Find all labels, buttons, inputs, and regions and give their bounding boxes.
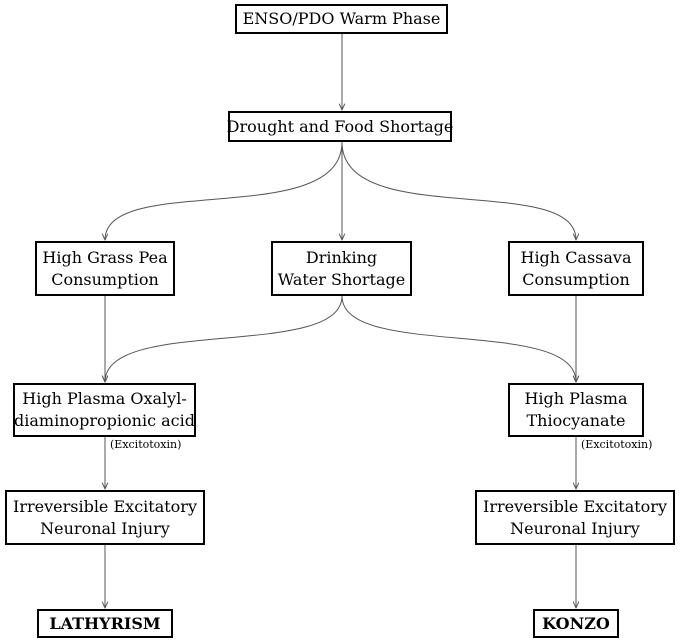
konzo-label: KONZO [542,613,610,633]
arrow-water-to-thiocyanate [341,295,576,382]
drought-food-shortage-node: Drought and Food Shortage [226,111,454,142]
neuronal-injury-left-node: Irreversible Excitatory Neuronal Injury [5,490,205,545]
arrow-drought-to-grass-pea [105,141,343,240]
konzo-outcome-node: KONZO [533,609,619,638]
drought-label: Drought and Food Shortage [226,116,454,136]
plasma-thiocyanate-node: High Plasma Thiocyanate [508,383,644,437]
grass-pea-label-line-1: High Grass Pea [42,247,168,267]
drinking-water-shortage-node: Drinking Water Shortage [271,241,412,296]
grass-pea-consumption-node: High Grass Pea Consumption [35,241,175,296]
injury-left-label-line-1: Irreversible Excitatory [13,496,197,516]
neuronal-injury-right-node: Irreversible Excitatory Neuronal Injury [475,490,675,545]
thiocyanate-label-line-2: Thiocyanate [526,411,626,430]
cassava-label-line-1: High Cassava [520,247,632,267]
excitotoxin-label-right: (Excitotoxin) [581,438,653,451]
injury-right-label-line-1: Irreversible Excitatory [483,496,667,516]
enso-pdo-warm-phase-node: ENSO/PDO Warm Phase [235,4,448,34]
injury-left-label-line-2: Neuronal Injury [40,518,170,538]
odap-label-line-2: diaminopropionic acid [14,411,195,430]
plasma-odap-node: High Plasma Oxalyl- diaminopropionic aci… [13,383,196,437]
lathyrism-label: LATHYRISM [49,613,161,633]
water-label-line-1: Drinking [305,247,378,267]
enso-label: ENSO/PDO Warm Phase [242,9,441,28]
injury-right-label-line-2: Neuronal Injury [510,518,640,538]
arrow-drought-to-cassava [341,141,576,240]
cassava-consumption-node: High Cassava Consumption [508,241,644,296]
grass-pea-label-line-2: Consumption [51,269,159,289]
arrow-water-to-odap [105,295,343,382]
cassava-label-line-2: Consumption [522,269,630,289]
water-label-line-2: Water Shortage [277,269,406,289]
thiocyanate-label-line-1: High Plasma [524,389,628,408]
excitotoxin-label-left: (Excitotoxin) [110,438,182,451]
odap-label-line-1: High Plasma Oxalyl- [22,389,187,408]
lathyrism-outcome-node: LATHYRISM [37,609,173,638]
